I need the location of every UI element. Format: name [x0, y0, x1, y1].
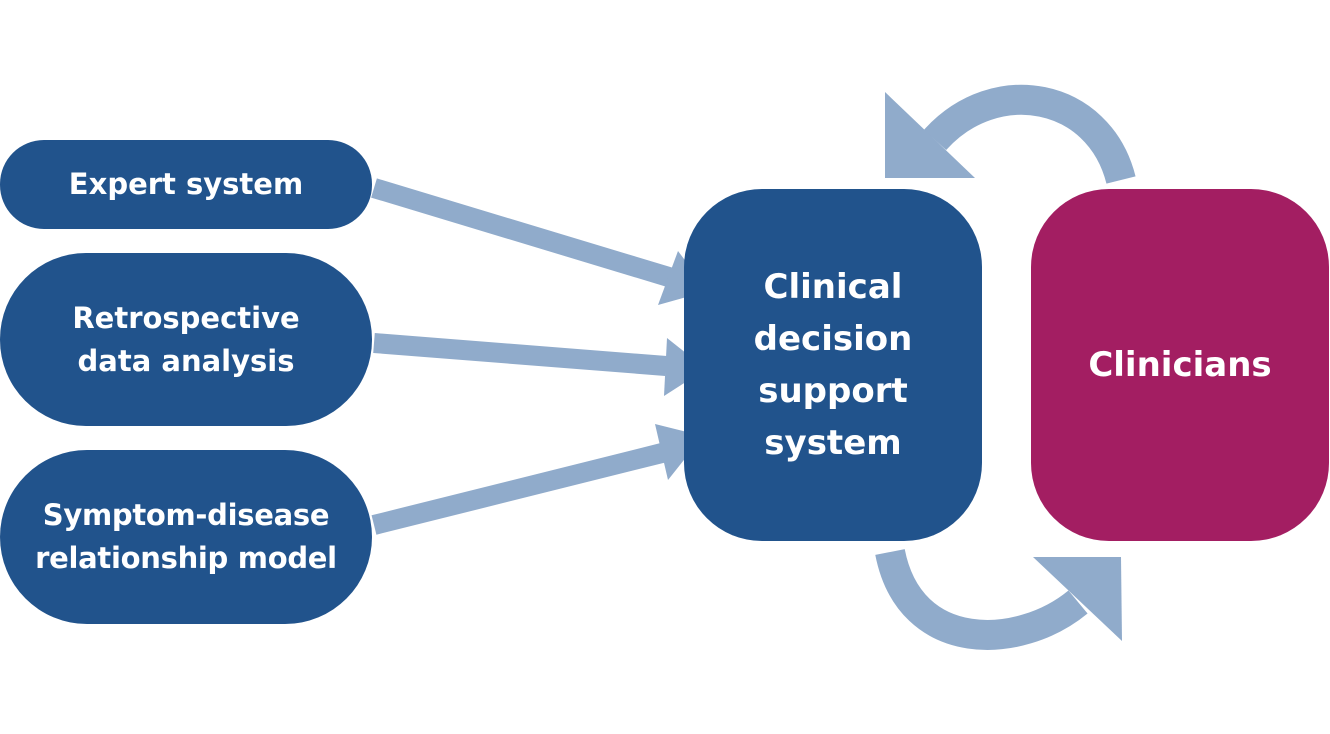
input-symptom-label-line-1: Symptom-disease	[42, 498, 330, 532]
cdss-label-line-2: decision	[753, 319, 913, 359]
input-symptom-label-line-2: relationship model	[35, 541, 337, 575]
clinicians-node: Clinicians	[1031, 189, 1329, 541]
clinicians-label: Clinicians	[1088, 345, 1272, 385]
arrow-cdss-to-clinicians-loop	[875, 548, 1122, 650]
input-retrospective-label-line-2: data analysis	[77, 343, 295, 378]
arrow-clinicians-to-cdss-loop	[885, 84, 1136, 185]
arrow-symptom-to-cdss	[371, 424, 703, 535]
clinical-decision-support-system-node: Clinical decision support system	[684, 189, 982, 541]
input-retrospective-label-line-1: Retrospective	[72, 300, 300, 335]
cdss-label-line-3: support	[758, 371, 908, 411]
arrow-retrospective-to-cdss	[373, 333, 706, 396]
input-expert-system-label: Expert system	[68, 167, 304, 201]
arrow-expert-to-cdss	[371, 178, 708, 305]
input-symptom-disease-model: Symptom-disease relationship model	[0, 450, 372, 624]
cdss-label-line-4: system	[764, 423, 902, 463]
input-retrospective-data-analysis: Retrospective data analysis	[0, 253, 372, 426]
input-expert-system: Expert system	[0, 140, 372, 229]
cdss-label-line-1: Clinical	[763, 267, 903, 307]
